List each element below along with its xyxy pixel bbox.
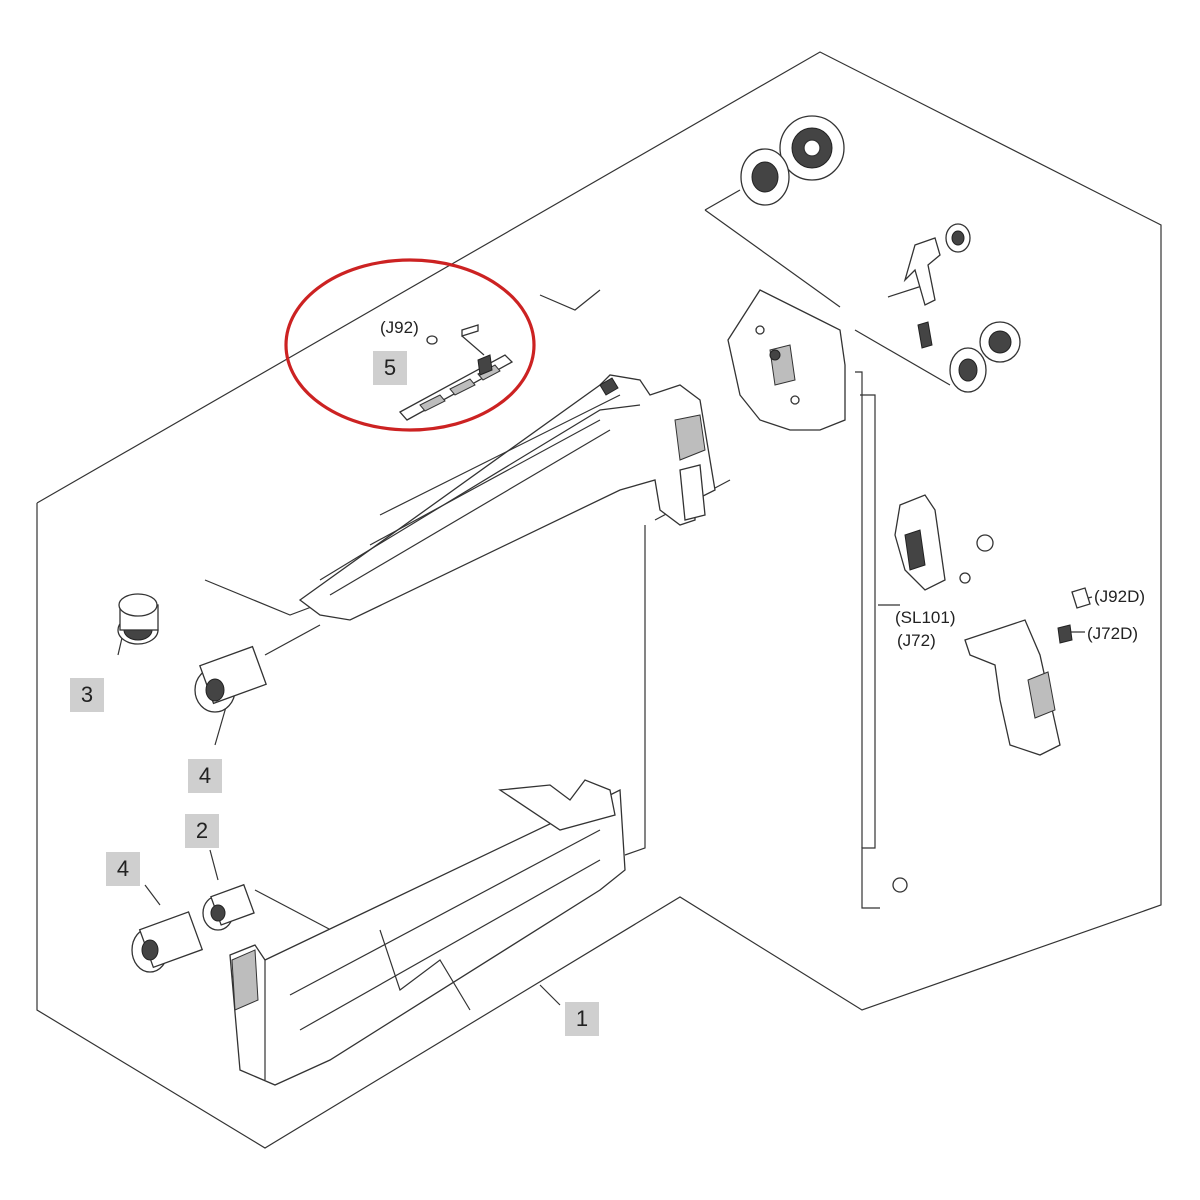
rollers bbox=[117, 593, 267, 973]
callout-1: 1 bbox=[565, 1002, 599, 1036]
right-guide bbox=[892, 587, 1091, 893]
highlight-circle bbox=[284, 258, 536, 432]
board-assembly bbox=[398, 324, 514, 421]
callout-4-lower: 4 bbox=[106, 852, 140, 886]
upper-feed-frame bbox=[298, 374, 716, 621]
lower-paper-guide bbox=[229, 779, 626, 1086]
connector-label-j92: (J92) bbox=[380, 318, 419, 337]
side-plate bbox=[727, 289, 846, 431]
lever-spring bbox=[903, 237, 941, 349]
callout-3: 3 bbox=[70, 678, 104, 712]
frame-outline bbox=[36, 51, 1162, 1149]
connector-label-j92d: (J92D) bbox=[1094, 587, 1146, 606]
callout-4-upper: 4 bbox=[188, 759, 222, 793]
connector-label-j72: (J72) bbox=[897, 631, 936, 650]
connector-label-j72d: (J72D) bbox=[1087, 624, 1139, 643]
solenoid-bracket bbox=[894, 494, 994, 591]
gear-set bbox=[740, 115, 1021, 393]
callout-5: 5 bbox=[373, 351, 407, 385]
connector-label-sl101: (SL101) bbox=[895, 608, 956, 627]
callout-2: 2 bbox=[185, 814, 219, 848]
